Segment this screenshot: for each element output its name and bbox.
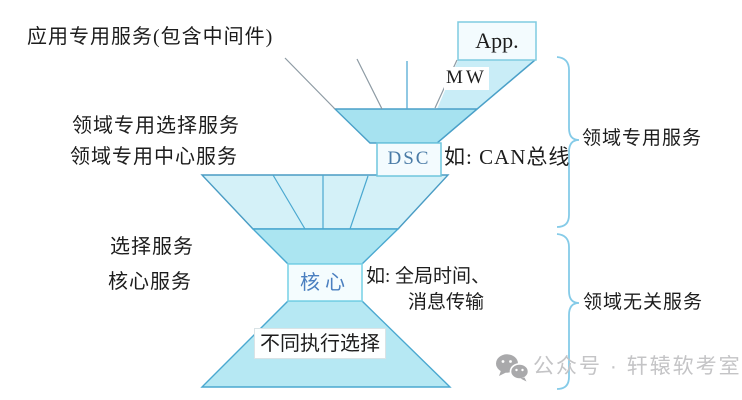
label-select-services: 选择服务	[110, 236, 194, 258]
label-domain-central-services: 领域专用中心服务	[70, 146, 238, 168]
core-example-line1: 如: 全局时间、	[366, 266, 491, 287]
label-domain-select-services: 领域专用选择服务	[72, 115, 240, 137]
mid-funnel-divider-1	[272, 174, 306, 230]
upper-funnel-shape	[333, 108, 479, 144]
label-domain-independent-services: 领域无关服务	[583, 292, 704, 313]
label-core-services: 核心服务	[108, 271, 192, 293]
funnel-ray-2	[356, 58, 383, 110]
execution-choice-box: 不同执行选择	[254, 328, 386, 359]
mid-funnel-upper-band	[200, 174, 450, 230]
core-box-shape	[287, 263, 363, 302]
brace-domain-specific	[556, 56, 580, 228]
label-domain-specific-services: 领域专用服务	[582, 128, 703, 149]
core-example-line2: 消息传输	[408, 292, 485, 313]
app-box-label: App.	[475, 27, 519, 53]
dsc-box-label: DSC	[387, 148, 431, 170]
dsc-box-shape	[376, 142, 442, 177]
brace-domain-independent	[556, 233, 580, 390]
wechat-icon	[496, 354, 530, 382]
label-core-example: 如: 全局时间、 消息传输	[366, 264, 490, 316]
mw-label: MW	[444, 67, 489, 90]
label-can-example: 如: CAN总线	[444, 145, 571, 169]
label-app-specific-services: 应用专用服务(包含中间件)	[27, 26, 274, 48]
mid-funnel-lower-band	[251, 228, 400, 265]
app-box-shape	[457, 21, 537, 61]
watermark-text: 公众号 · 轩辕软考室	[533, 355, 742, 378]
mid-funnel-divider-3	[349, 175, 369, 230]
core-box-label: 核心	[300, 271, 350, 294]
funnel-ray-1	[284, 57, 336, 110]
